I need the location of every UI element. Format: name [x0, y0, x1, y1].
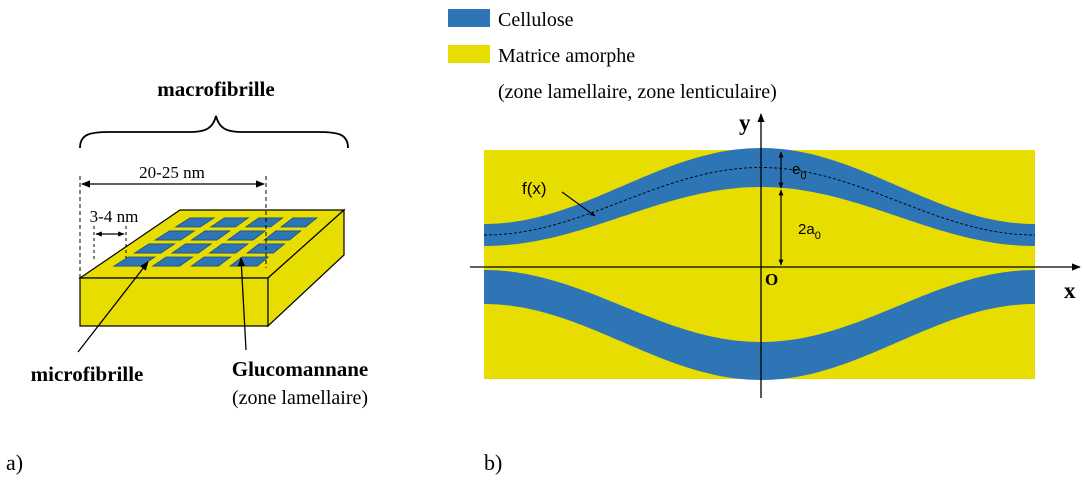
- microfibrille-pointer: [77, 261, 149, 353]
- legend-label-matrix: Matrice amorphe: [498, 45, 635, 67]
- microfibril-cell: [112, 256, 157, 267]
- caption-a: a): [6, 450, 23, 475]
- microfibril-cell: [133, 243, 176, 254]
- y-axis-label: y: [739, 110, 751, 135]
- macrofibrille-brace: [79, 115, 349, 149]
- panel-a: macrofibrille 20-25 nm 3-4 nm microfibri…: [6, 77, 368, 475]
- microfibril-cell: [208, 243, 250, 254]
- dim-outer-label: 20-25 nm: [139, 163, 205, 182]
- microfibril-cell: [279, 217, 319, 228]
- cellulose-band-lower: [484, 270, 1035, 380]
- legend-label-matrix-note: (zone lamellaire, zone lenticulaire): [498, 81, 777, 103]
- matrix-background: [484, 150, 1035, 379]
- block-side-face: [267, 208, 345, 328]
- legend-label-cellulose: Cellulose: [498, 9, 574, 31]
- a0-label: 2a0: [798, 221, 821, 242]
- microfibril-cell: [226, 230, 267, 241]
- microfibril-cell: [244, 217, 284, 228]
- function-pointer: [561, 191, 596, 217]
- legend-swatch-matrix: [448, 45, 490, 63]
- function-label: f(x): [522, 179, 547, 198]
- panel-b: Cellulose Matrice amorphe (zone lamellai…: [448, 9, 1081, 475]
- block-front-face: [79, 277, 269, 327]
- function-curve-midline: [484, 167, 1035, 236]
- glucomannane-label: Glucomannane: [232, 357, 369, 381]
- macrofibrille-title: macrofibrille: [157, 77, 274, 101]
- microfibril-cell: [170, 243, 213, 254]
- glucomannane-zone-label: (zone lamellaire): [232, 387, 368, 409]
- microfibril-cell: [190, 256, 232, 267]
- microfibril-grid: [112, 217, 319, 267]
- microfibril-cell: [151, 256, 194, 267]
- microfibril-cell: [153, 230, 196, 241]
- x-axis-label: x: [1064, 278, 1076, 303]
- glucomannane-pointer: [237, 257, 247, 351]
- microfibril-cell: [209, 217, 250, 228]
- fibril-block: [78, 208, 346, 328]
- microfibril-cell: [190, 230, 232, 241]
- microfibril-cell: [262, 230, 302, 241]
- caption-b: b): [484, 450, 502, 475]
- legend-swatch-cellulose: [448, 9, 490, 27]
- microfibrille-label: microfibrille: [31, 362, 144, 386]
- e0-label: e0: [792, 161, 806, 182]
- origin-label: O: [765, 270, 778, 289]
- dim-inner-label: 3-4 nm: [90, 207, 139, 226]
- microfibril-cell: [174, 217, 216, 228]
